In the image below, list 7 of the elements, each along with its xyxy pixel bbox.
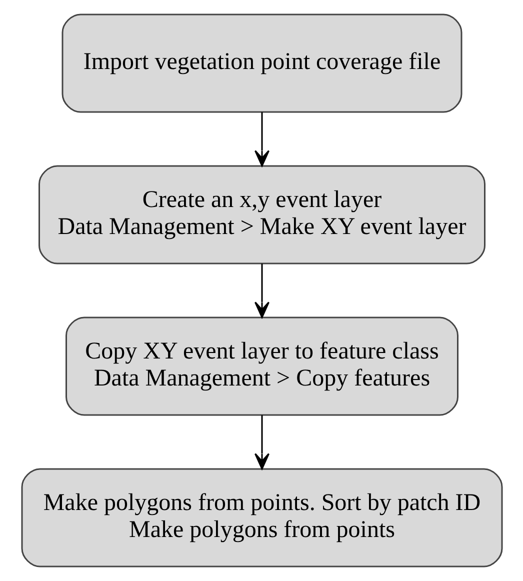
node-box: Make polygons from points. Sort by patch ID Make polygons from points	[20, 468, 502, 568]
node-box: Copy XY event layer to feature class Data Management > Copy features	[65, 316, 458, 416]
arrow	[254, 264, 269, 318]
arrow	[254, 112, 269, 167]
node-box: Create an x,y event layer Data Management > Make XY event layer	[38, 165, 485, 264]
node-box: Import vegetation point coverage file	[61, 14, 462, 113]
arrow	[254, 415, 269, 470]
